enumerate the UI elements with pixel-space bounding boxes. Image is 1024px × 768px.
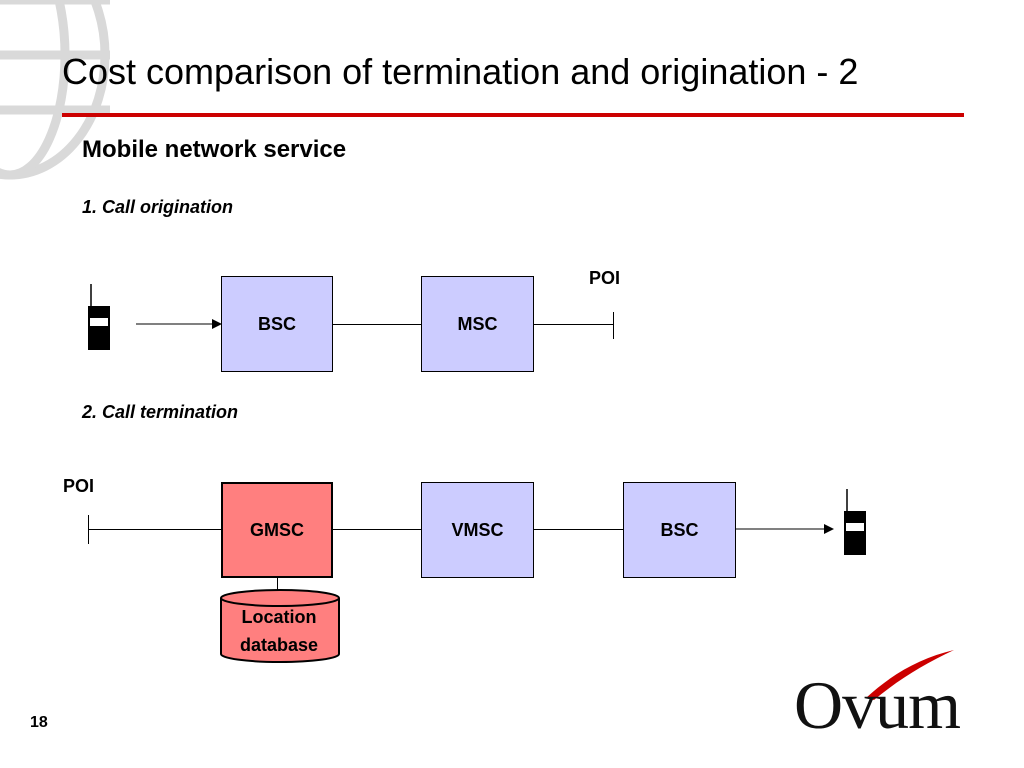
termination-poi-label: POI	[63, 476, 95, 496]
location-database-label: Location database	[220, 603, 338, 659]
origination-msc-label: MSC	[457, 313, 498, 334]
mobile-phone-icon	[844, 489, 866, 555]
poi-tick	[613, 312, 614, 339]
origination-bsc-box: BSC	[221, 276, 333, 372]
termination-arrow	[736, 524, 834, 534]
connector-line	[534, 324, 614, 325]
termination-gmsc-box: GMSC	[221, 482, 333, 578]
origination-heading: 1. Call origination	[82, 197, 234, 217]
ovum-logo-text: Ovum	[794, 667, 961, 743]
database-label-line2: database	[239, 635, 319, 655]
termination-bsc-box: BSC	[623, 482, 736, 578]
connector-line	[534, 529, 623, 530]
termination-heading: 2. Call termination	[82, 402, 239, 422]
subtitle: Mobile network service	[82, 136, 347, 163]
location-database-cylinder	[220, 589, 340, 663]
database-label-line1: Location	[241, 607, 317, 627]
termination-gmsc-label: GMSC	[250, 519, 304, 540]
slide-title: Cost comparison of termination and origi…	[62, 51, 859, 92]
termination-vmsc-box: VMSC	[421, 482, 534, 578]
termination-bsc-label: BSC	[660, 519, 699, 540]
connector-line	[333, 529, 421, 530]
connector-line	[88, 529, 221, 530]
globe-watermark-icon	[0, 0, 110, 180]
origination-msc-box: MSC	[421, 276, 534, 372]
origination-bsc-label: BSC	[257, 313, 296, 334]
origination-arrow	[136, 319, 222, 329]
connector-line	[333, 324, 421, 325]
origination-poi-label: POI	[589, 268, 621, 288]
title-rule	[62, 113, 964, 117]
termination-vmsc-label: VMSC	[451, 519, 504, 540]
connector-line	[277, 578, 278, 592]
page-number: 18	[30, 714, 48, 731]
ovum-logo	[866, 650, 954, 700]
mobile-phone-icon	[88, 284, 110, 350]
